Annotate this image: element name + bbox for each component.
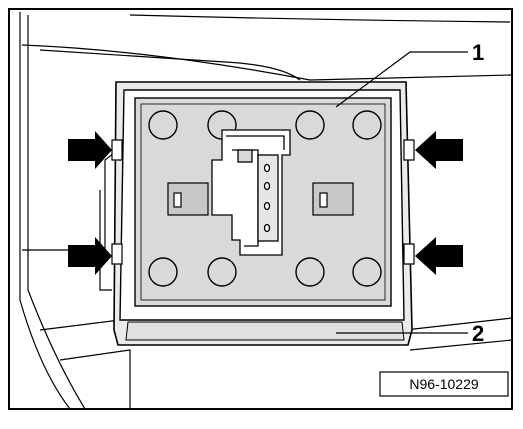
arrow-left-top-icon [68,131,112,169]
round-button [207,257,237,287]
reference-box: N96-10229 [379,371,509,397]
callout-1: 1 [472,40,484,65]
right-tab [312,182,354,216]
leader-line-1 [335,51,468,108]
round-button [295,257,325,287]
retaining-clips [111,139,415,265]
round-button [148,257,178,287]
round-button [352,257,382,287]
arrow-right-top-icon [415,131,463,169]
round-buttons [148,110,382,287]
round-button [295,110,325,140]
arrow-left-bottom-icon [68,237,112,275]
connector-pins [263,163,271,233]
callout-2: 2 [472,321,484,346]
electrical-connector [211,129,291,256]
round-button [148,110,178,140]
side-tabs [167,182,354,216]
round-button [352,110,382,140]
clip-arrows [68,131,463,275]
reference-code: N96-10229 [409,376,478,392]
leader-lines [335,51,468,334]
arrow-right-bottom-icon [415,237,463,275]
